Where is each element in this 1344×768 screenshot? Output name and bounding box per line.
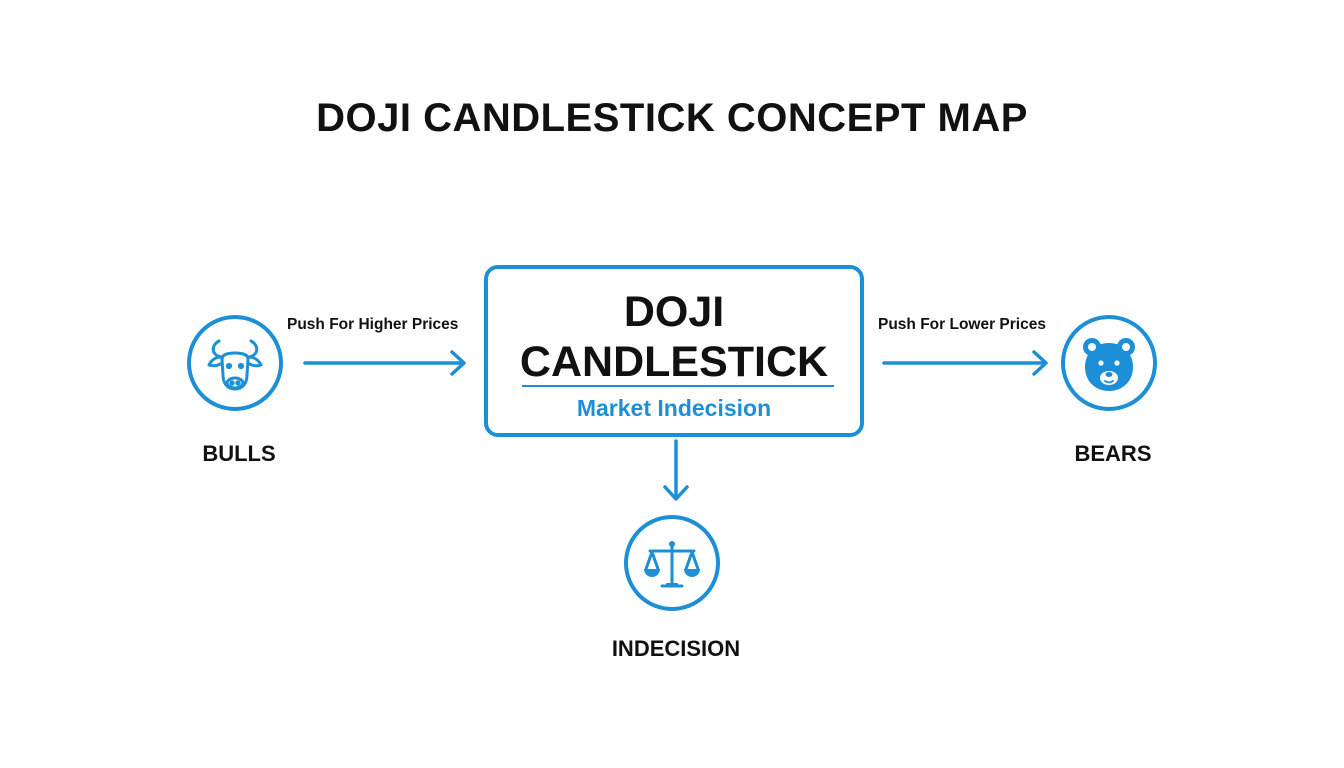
box-title-line2: CANDLESTICK xyxy=(519,338,829,386)
bull-icon xyxy=(207,339,263,391)
balance-scale-icon xyxy=(644,541,700,588)
arrow-bulls-to-center xyxy=(303,350,466,376)
bulls-label: BULLS xyxy=(202,441,276,466)
doji-candlestick-box: DOJI CANDLESTICK Market Indecision xyxy=(484,265,864,437)
bear-icon xyxy=(1083,338,1135,391)
box-subtitle: Market Indecision xyxy=(576,395,772,421)
page-title: DOJI CANDLESTICK CONCEPT MAP xyxy=(316,96,1028,140)
bears-label: BEARS xyxy=(1074,441,1152,466)
edge-label-lower-prices: Push For Lower Prices xyxy=(878,316,1046,333)
arrow-center-to-bears xyxy=(882,350,1048,376)
arrow-center-to-indecision xyxy=(663,439,689,501)
indecision-node xyxy=(624,515,720,611)
indecision-label: INDECISION xyxy=(611,636,741,661)
box-divider xyxy=(522,385,834,387)
bulls-node xyxy=(187,315,283,411)
bears-node xyxy=(1061,315,1157,411)
box-title: DOJI CANDLESTICK xyxy=(488,287,860,387)
edge-label-higher-prices: Push For Higher Prices xyxy=(287,316,459,333)
box-title-line1: DOJI xyxy=(623,288,725,336)
